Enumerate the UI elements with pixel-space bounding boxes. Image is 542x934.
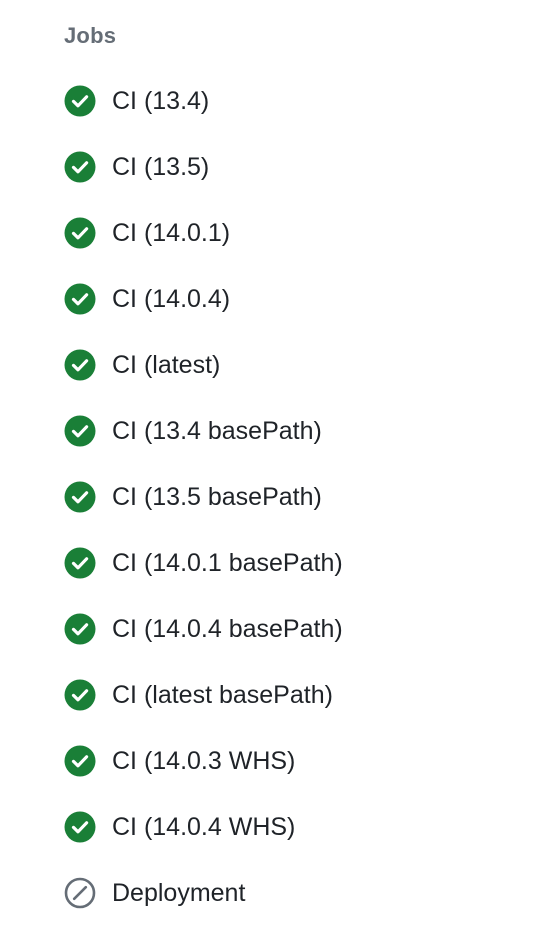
job-item[interactable]: CI (14.0.4 basePath)	[56, 596, 526, 662]
job-list: CI (13.4) CI (13.5) CI (14.0.1) CI (14.0.4)…	[56, 68, 526, 926]
check-circle-fill-icon	[64, 283, 96, 315]
job-label: Deployment	[112, 879, 246, 907]
check-circle-fill-icon	[64, 415, 96, 447]
check-circle-fill-icon	[64, 745, 96, 777]
check-circle-fill-icon	[64, 679, 96, 711]
job-label: CI (14.0.3 WHS)	[112, 747, 296, 775]
check-circle-fill-icon	[64, 811, 96, 843]
check-circle-fill-icon	[64, 217, 96, 249]
job-label: CI (13.4)	[112, 87, 210, 115]
job-item[interactable]: CI (14.0.1)	[56, 200, 526, 266]
job-label: CI (14.0.4)	[112, 285, 231, 313]
job-item[interactable]: CI (13.4)	[56, 68, 526, 134]
job-item[interactable]: CI (13.4 basePath)	[56, 398, 526, 464]
check-circle-fill-icon	[64, 547, 96, 579]
check-circle-fill-icon	[64, 85, 96, 117]
job-item[interactable]: CI (14.0.3 WHS)	[56, 728, 526, 794]
check-circle-fill-icon	[64, 349, 96, 381]
job-label: CI (latest basePath)	[112, 681, 333, 709]
check-circle-fill-icon	[64, 151, 96, 183]
job-item[interactable]: CI (14.0.1 basePath)	[56, 530, 526, 596]
job-item[interactable]: CI (14.0.4)	[56, 266, 526, 332]
job-item[interactable]: CI (13.5)	[56, 134, 526, 200]
job-item[interactable]: CI (latest basePath)	[56, 662, 526, 728]
check-circle-fill-icon	[64, 481, 96, 513]
job-item[interactable]: CI (14.0.4 WHS)	[56, 794, 526, 860]
job-item[interactable]: CI (latest)	[56, 332, 526, 398]
skip-circle-icon	[64, 877, 96, 909]
job-item[interactable]: CI (13.5 basePath)	[56, 464, 526, 530]
job-label: CI (13.4 basePath)	[112, 417, 322, 445]
check-circle-fill-icon	[64, 613, 96, 645]
jobs-heading: Jobs	[64, 23, 117, 48]
job-label: CI (14.0.1 basePath)	[112, 549, 343, 577]
job-label: CI (13.5)	[112, 153, 210, 181]
job-label: CI (13.5 basePath)	[112, 483, 322, 511]
job-item[interactable]: Deployment	[56, 860, 526, 926]
job-label: CI (14.0.4 basePath)	[112, 615, 343, 643]
job-label: CI (14.0.1)	[112, 219, 231, 247]
job-label: CI (latest)	[112, 351, 221, 379]
job-label: CI (14.0.4 WHS)	[112, 813, 296, 841]
